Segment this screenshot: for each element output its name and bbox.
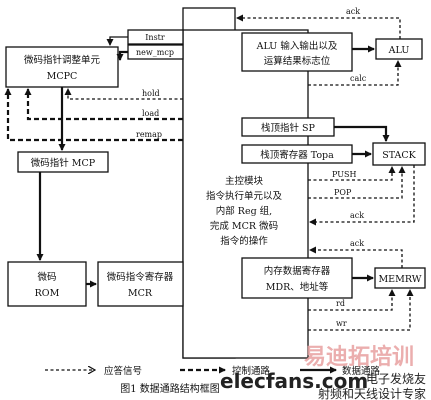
ack-alu-label: ack [346,7,360,16]
stack-label: STACK [382,150,416,161]
legend-data-label: 数据通路 [342,365,381,377]
mcpc-box [5,46,119,88]
mcpc-line1: 微码指针调整单元 [24,54,101,66]
hold-label: hold [142,89,160,98]
load-label: load [142,109,159,118]
legend-response-label: 应答信号 [104,365,142,377]
new-mcp-label: new_mcp [136,48,174,57]
alu-box [375,38,423,60]
rom-box [7,261,87,307]
mdr-line2: MDR、地址等 [266,281,329,293]
instr-to-mcpc-path [106,36,128,46]
watermark-pub: 电子发烧友 [366,371,426,386]
push-line [308,166,396,181]
mdr-line1: 内存数据寄存器 [264,265,331,277]
rom-line1: 微码 [37,271,56,283]
ack-stack-line [309,165,415,226]
control-module-line2: 指令执行单元以及 [206,190,283,202]
alu-io-box [241,32,353,72]
alu-label: ALU [388,45,410,56]
calc-line [308,60,402,86]
stack-box [372,142,426,166]
mcp-box [17,151,109,173]
control-module-body [182,29,309,359]
hold-line [64,88,183,100]
push-label: PUSH [332,170,356,179]
remap-line [4,88,183,142]
sp-to-stack-path [334,125,390,142]
alu-io-line1: ALU 输入输出以及 [256,40,338,52]
mcr-line1: 微码指令寄存器 [107,271,174,283]
mdr-box [241,257,353,299]
sp-label: 栈顶指针 SP [261,122,316,134]
calc-label: calc [350,74,367,83]
control-module-line1: 主控模块 [225,175,264,187]
rom-line2: ROM [35,288,60,299]
ack-mem-line [309,246,403,268]
ack-mem-label: ack [350,239,364,248]
rd-line [308,289,396,311]
figure-caption: 图1 数据通路结构框图 [120,382,220,395]
legend-control-label: 控制通路 [232,365,271,377]
memrw-label: MEMRW [378,274,421,285]
mcpc-line2: MCPC [47,71,78,82]
load-line [24,88,183,121]
control-module-line3: 内部 Reg 组, [216,205,272,217]
control-module-line4: 完成 MCR 微码 [210,220,278,232]
mcp-label: 微码指针 MCP [31,157,96,169]
rd-label: rd [336,299,345,308]
newmcp-to-mcpc-path [116,50,128,61]
alu-io-line2: 运算结果标志位 [264,55,331,67]
pop-line [308,166,406,199]
watermark-cn: 易迪拓培训 [304,344,414,370]
control-module-line5: 指令的操作 [220,235,268,247]
watermark-tag: 射频和天线设计专家 [318,386,426,400]
watermark-site: elecfans.com [220,369,368,393]
mcr-box [97,261,184,307]
topa-label: 栈顶寄存器 Topa [260,149,334,161]
pop-label: POP [334,188,352,197]
memrw-box [374,267,426,289]
ack-stack-label: ack [350,211,364,220]
remap-label: remap [136,130,162,139]
wr-line [308,289,414,331]
wr-label: wr [336,319,347,328]
ack-alu-line [236,14,401,39]
mcr-line2: MCR [128,288,153,299]
instr-label: Instr [145,33,165,42]
